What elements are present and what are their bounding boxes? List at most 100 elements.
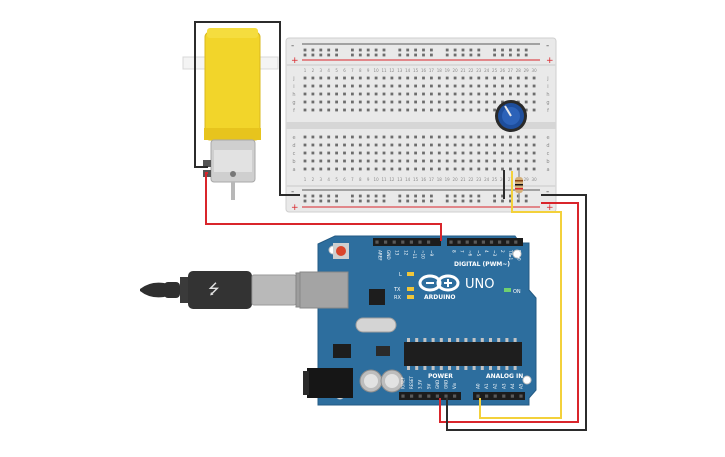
rail-hole[interactable] [366, 48, 370, 52]
breadboard-hole[interactable] [414, 167, 417, 171]
breadboard-hole[interactable] [366, 100, 370, 104]
digital-pin-hole[interactable] [384, 240, 388, 244]
breadboard-hole[interactable] [374, 143, 378, 147]
breadboard-hole[interactable] [516, 151, 520, 155]
rail-hole[interactable] [524, 48, 528, 52]
breadboard-hole[interactable] [516, 135, 520, 139]
breadboard-hole[interactable] [374, 159, 378, 163]
breadboard-hole[interactable] [311, 151, 315, 155]
breadboard-hole[interactable] [485, 84, 489, 88]
breadboard-hole[interactable] [303, 100, 307, 104]
breadboard-hole[interactable] [524, 108, 528, 112]
breadboard-hole[interactable] [406, 84, 410, 88]
breadboard-hole[interactable] [445, 151, 449, 155]
rail-hole[interactable] [311, 53, 315, 57]
rail-hole[interactable] [453, 194, 457, 198]
wire-red-5v[interactable] [439, 202, 579, 423]
breadboard-hole[interactable] [437, 92, 441, 96]
breadboard-hole[interactable] [390, 135, 394, 139]
breadboard-hole[interactable] [437, 100, 441, 104]
rail-hole[interactable] [382, 199, 386, 203]
breadboard-hole[interactable] [414, 135, 417, 139]
breadboard-hole[interactable] [398, 151, 402, 155]
breadboard-hole[interactable] [319, 84, 323, 88]
power-pin-hole[interactable] [453, 394, 457, 398]
breadboard-hole[interactable] [477, 100, 481, 104]
breadboard-hole[interactable] [303, 151, 307, 155]
breadboard-hole[interactable] [469, 92, 473, 96]
breadboard-hole[interactable] [311, 167, 315, 171]
rail-hole[interactable] [422, 194, 425, 198]
breadboard-hole[interactable] [398, 143, 402, 147]
breadboard-hole[interactable] [524, 84, 528, 88]
breadboard-hole[interactable] [351, 92, 354, 96]
rail-hole[interactable] [303, 53, 307, 57]
breadboard-hole[interactable] [524, 100, 528, 104]
dc-power-jack[interactable] [307, 368, 353, 398]
breadboard-hole[interactable] [422, 76, 425, 80]
rail-hole[interactable] [358, 194, 362, 198]
breadboard-hole[interactable] [532, 167, 536, 171]
breadboard-hole[interactable] [406, 151, 410, 155]
breadboard-hole[interactable] [422, 92, 425, 96]
breadboard-hole[interactable] [343, 167, 346, 171]
breadboard-hole[interactable] [493, 92, 496, 96]
breadboard-hole[interactable] [477, 151, 481, 155]
breadboard-hole[interactable] [422, 84, 425, 88]
rail-hole[interactable] [335, 194, 338, 198]
breadboard-hole[interactable] [335, 151, 338, 155]
rail-hole[interactable] [509, 53, 512, 57]
breadboard-hole[interactable] [445, 167, 449, 171]
breadboard-hole[interactable] [524, 159, 528, 163]
breadboard-hole[interactable] [501, 84, 504, 88]
breadboard-hole[interactable] [390, 92, 394, 96]
rail-hole[interactable] [406, 53, 410, 57]
rail-hole[interactable] [303, 48, 307, 52]
wires[interactable] [194, 21, 587, 431]
breadboard-hole[interactable] [398, 100, 402, 104]
breadboard-hole[interactable] [382, 76, 386, 80]
power-pin-hole[interactable] [401, 394, 405, 398]
breadboard-hole[interactable] [414, 143, 417, 147]
breadboard-hole[interactable] [398, 108, 402, 112]
breadboard-hole[interactable] [461, 76, 465, 80]
breadboard-hole[interactable] [453, 108, 457, 112]
breadboard-hole[interactable] [485, 76, 489, 80]
breadboard-hole[interactable] [303, 84, 307, 88]
breadboard-hole[interactable] [351, 84, 354, 88]
breadboard-hole[interactable] [351, 159, 354, 163]
breadboard-hole[interactable] [366, 151, 370, 155]
rail-hole[interactable] [461, 53, 465, 57]
rail-hole[interactable] [422, 199, 425, 203]
rail-hole[interactable] [398, 48, 402, 52]
breadboard-hole[interactable] [351, 100, 354, 104]
breadboard-hole[interactable] [430, 100, 433, 104]
breadboard-hole[interactable] [445, 76, 449, 80]
breadboard-hole[interactable] [382, 100, 386, 104]
breadboard-hole[interactable] [358, 92, 362, 96]
breadboard-hole[interactable] [335, 167, 338, 171]
breadboard-hole[interactable] [469, 151, 473, 155]
breadboard-hole[interactable] [501, 92, 504, 96]
rail-hole[interactable] [335, 48, 338, 52]
rail-hole[interactable] [366, 53, 370, 57]
breadboard-hole[interactable] [485, 151, 489, 155]
analog-pin-hole[interactable] [519, 394, 523, 398]
rail-hole[interactable] [469, 48, 473, 52]
breadboard-hole[interactable] [366, 143, 370, 147]
analog-pin-hole[interactable] [510, 394, 514, 398]
digital-pin-hole[interactable] [409, 240, 413, 244]
rail-hole[interactable] [493, 53, 496, 57]
rail-hole[interactable] [374, 53, 378, 57]
rail-hole[interactable] [501, 199, 504, 203]
rail-hole[interactable] [351, 194, 354, 198]
digital-pin-hole[interactable] [392, 240, 396, 244]
breadboard-hole[interactable] [430, 76, 433, 80]
breadboard-hole[interactable] [477, 135, 481, 139]
breadboard-hole[interactable] [477, 143, 481, 147]
rail-hole[interactable] [493, 199, 496, 203]
breadboard-hole[interactable] [335, 143, 338, 147]
rail-hole[interactable] [382, 53, 386, 57]
breadboard-hole[interactable] [358, 76, 362, 80]
